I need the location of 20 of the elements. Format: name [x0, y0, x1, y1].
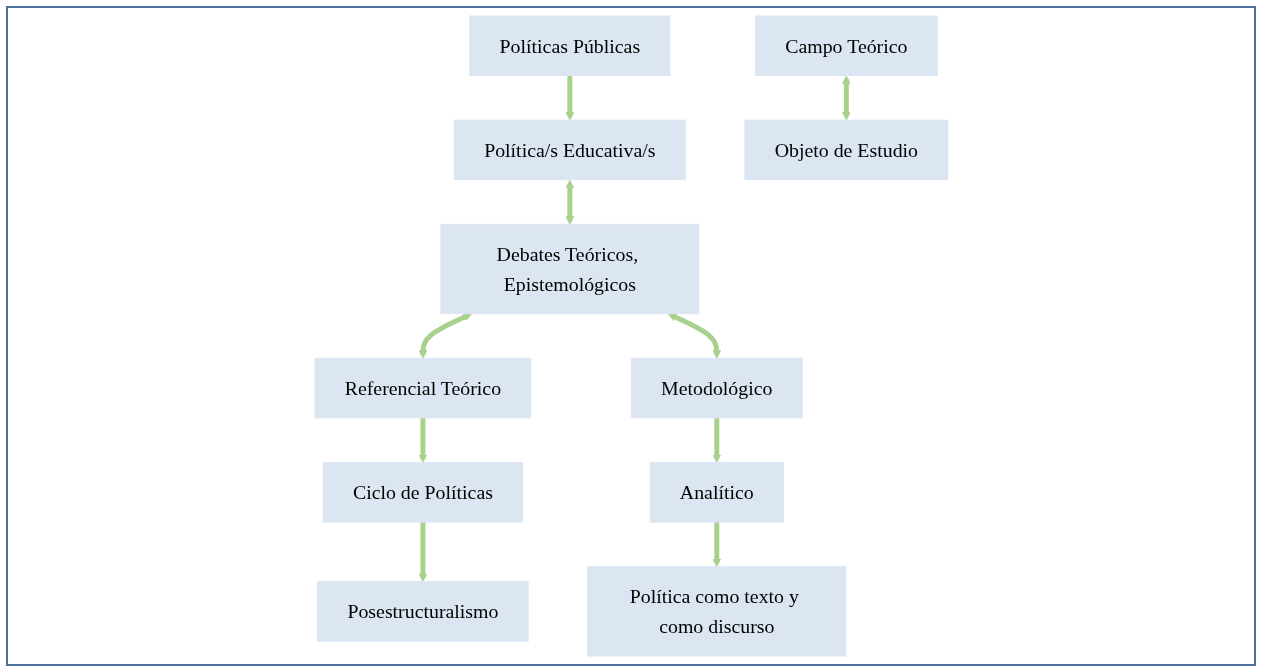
node-box: Política como texto y como discurso [586, 566, 846, 657]
node-box: Campo Teórico [754, 15, 938, 76]
node-box: Metodológico [630, 357, 803, 419]
arrow [712, 417, 721, 463]
arrow [841, 75, 851, 121]
node-box: Referencial Teórico [314, 357, 532, 419]
node-box: Ciclo de Políticas [322, 462, 523, 523]
arrow [418, 417, 427, 463]
arrow [712, 522, 721, 568]
node-box: Objeto de Estudio [744, 119, 948, 181]
arrow [565, 75, 574, 121]
arrow [667, 313, 721, 359]
arrow [565, 179, 574, 225]
node-box: Posestructuralismo [316, 581, 529, 642]
node-box: Debates Teóricos, Epistemológicos [439, 223, 699, 315]
arrow [418, 313, 472, 359]
arrow [418, 522, 427, 582]
node-box: Políticas Públicas [468, 15, 671, 76]
node-box: Política/s Educativa/s [453, 119, 686, 181]
node-box: Analítico [649, 462, 784, 523]
